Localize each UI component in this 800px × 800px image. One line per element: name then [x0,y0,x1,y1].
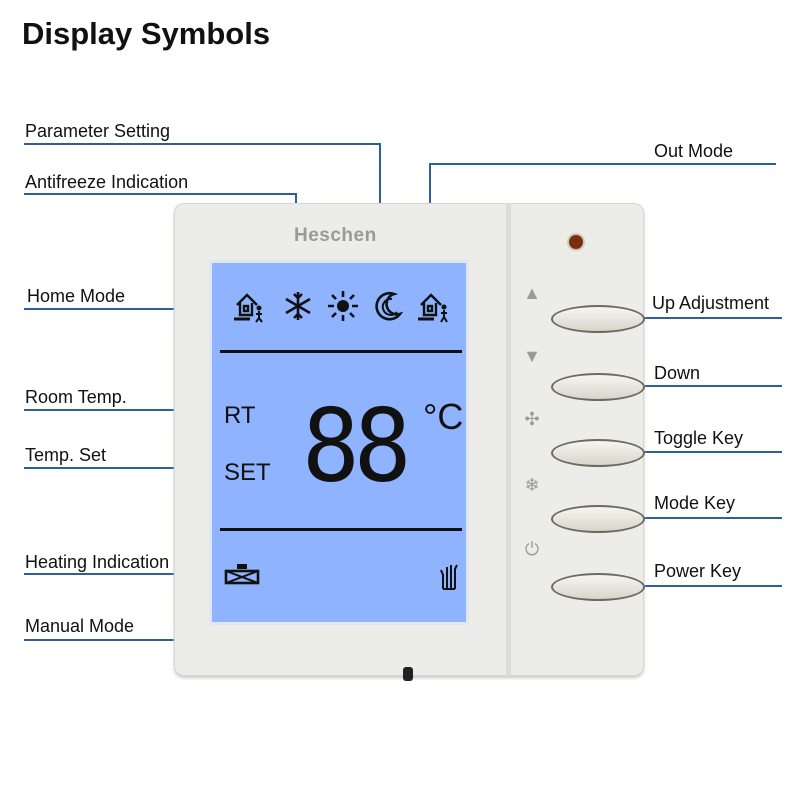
celsius-unit: °C [423,396,464,437]
device-divider [506,203,511,676]
brand-logo: Heschen [294,225,377,246]
label-mode: Mode Key [654,493,736,513]
toggle-key-button[interactable] [551,439,645,467]
down-arrow-icon: ▼ [523,346,541,366]
page-title: Display Symbols [22,16,271,51]
mode-key-button[interactable] [551,505,645,533]
lcd-top-divider [220,350,462,353]
label-power: Power Key [654,561,742,581]
fan-icon: ✣ [524,409,540,429]
lcd-screen: RT SET 88 °C [209,260,469,625]
set-label: SET [224,459,271,486]
indicator-led [569,235,583,249]
label-heating: Heating Indication [25,552,170,572]
label-home-mode: Home Mode [27,286,126,306]
power-key-button[interactable] [551,573,645,601]
valve-icon [224,564,260,585]
temperature-digits: 88 [302,387,412,505]
label-toggle: Toggle Key [654,428,744,448]
label-antifreeze: Antifreeze Indication [25,172,189,192]
label-temp-set: Temp. Set [25,445,107,465]
down-button[interactable] [551,373,645,401]
sun-icon [328,291,358,321]
snowflake-mode-icon: ❄ [524,475,540,495]
label-parameter-setting: Parameter Setting [25,121,171,141]
up-arrow-icon: ▲ [523,283,541,303]
label-down: Down [654,363,701,383]
hand-icon [440,564,458,590]
snowflake-icon [285,292,311,320]
wall-connector [403,667,413,681]
power-icon: ⏻ [524,539,540,559]
thermostat-device: Heschen [174,203,645,676]
moon-icon [375,291,404,321]
label-manual-mode: Manual Mode [25,616,135,636]
label-room-temp: Room Temp. [25,387,127,407]
home-person-icon [234,293,263,323]
label-up: Up Adjustment [652,293,770,313]
out-home-icon [418,293,448,323]
label-out-mode: Out Mode [654,141,734,161]
lcd-bottom-divider [220,528,462,531]
rt-label: RT [224,402,256,429]
up-adjustment-button[interactable] [551,305,645,333]
